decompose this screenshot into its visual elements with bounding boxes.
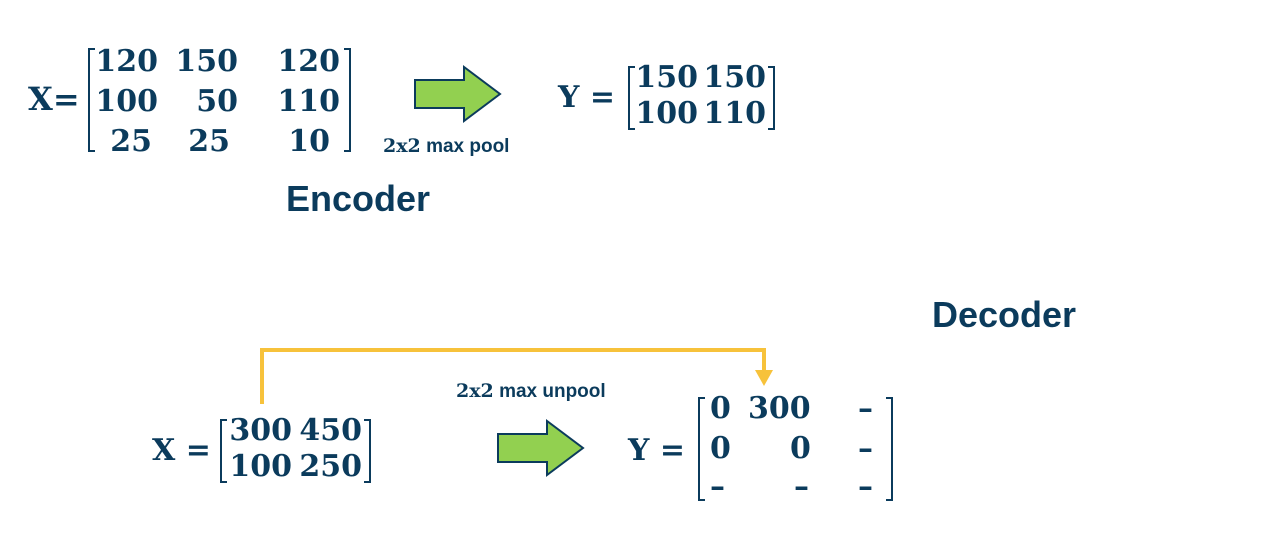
matrix-cell: 120 (95, 44, 158, 79)
encoder-right-arrow-icon (414, 65, 502, 123)
decoder-right-arrow-icon (497, 419, 585, 477)
matrix-cell: 150 (175, 44, 238, 79)
matrix-brackets (698, 397, 893, 501)
matrix-cell: 450 (299, 413, 362, 448)
pool-size: 2x2 (383, 135, 421, 157)
matrix-cell: 120 (277, 44, 340, 79)
decoder-connector-arrow (260, 348, 773, 404)
encoder-heading: Encoder (286, 178, 431, 219)
decoder-output-label: Y = (628, 433, 685, 468)
encoder-output-label: Y = (558, 80, 615, 115)
decoder-heading: Decoder (932, 294, 1077, 335)
matrix-cell: 25 (188, 124, 230, 159)
matrix-brackets (88, 48, 351, 152)
matrix-cell: 10 (288, 124, 330, 159)
matrix-cell: 100 (635, 96, 698, 131)
encoder-input-matrix: 120 150 120 100 50 110 25 25 10 (86, 44, 352, 159)
matrix-cell: 100 (229, 449, 292, 484)
encoder-operation-label: 2x2 max pool (383, 135, 509, 158)
matrix-cell: – (794, 469, 809, 504)
matrix-cell: 250 (299, 449, 362, 484)
matrix-cell: – (858, 391, 873, 426)
encoder-input-label: X= (28, 80, 80, 118)
matrix-cell: 50 (196, 84, 238, 119)
unpool-name: max unpool (499, 381, 606, 402)
matrix-cell: 0 (790, 431, 811, 466)
matrix-cell: 150 (703, 60, 766, 95)
matrix-brackets (628, 66, 775, 130)
matrix-cell: 110 (277, 84, 340, 119)
decoder-input-matrix: 300 450 100 250 (218, 413, 374, 485)
encoder-output-matrix: 150 150 100 110 (626, 60, 778, 132)
unpool-size: 2x2 (456, 380, 494, 402)
matrix-brackets (220, 419, 371, 483)
matrix-cell: – (858, 469, 873, 504)
matrix-cell: 100 (95, 84, 158, 119)
pool-name: max pool (426, 136, 510, 157)
matrix-cell: 150 (635, 60, 698, 95)
decoder-input-label: X = (152, 433, 211, 468)
matrix-cell: 0 (710, 391, 731, 426)
matrix-cell: – (858, 431, 873, 466)
matrix-cell: 300 (748, 391, 811, 426)
decoder-operation-label: 2x2 max unpool (456, 380, 606, 403)
matrix-cell: 110 (703, 96, 766, 131)
matrix-cell: 0 (710, 431, 731, 466)
matrix-cell: 25 (110, 124, 152, 159)
matrix-cell: 300 (229, 413, 292, 448)
matrix-cell: – (710, 469, 725, 504)
decoder-output-matrix: 0 300 – 0 0 – – – – (696, 391, 896, 504)
